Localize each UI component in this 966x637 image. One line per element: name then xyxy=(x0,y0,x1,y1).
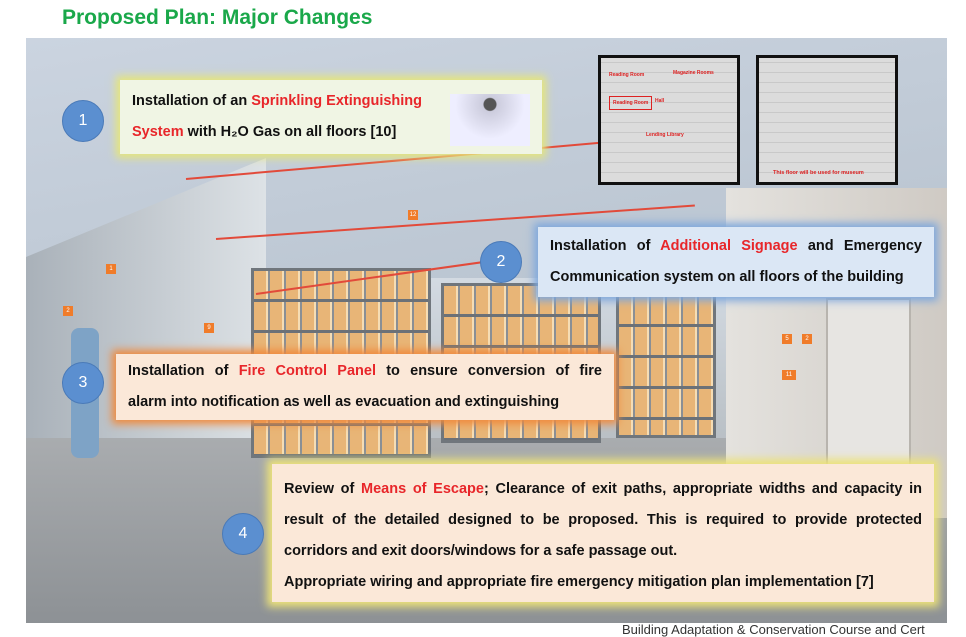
change-box-signage: Installation of Additional Signage and E… xyxy=(538,227,934,297)
bookshelf xyxy=(616,293,716,438)
sprinkler-image xyxy=(450,94,530,146)
marker-tag: 1 xyxy=(106,264,116,274)
change-box-escape: Review of Means of Escape; Clearance of … xyxy=(272,464,934,602)
step-number: 4 xyxy=(222,513,264,555)
marker-tag: 9 xyxy=(204,323,214,333)
floor-plan-upper: This floor will be used for museum xyxy=(756,55,898,185)
step-number: 1 xyxy=(62,100,104,142)
floor-plan-ground: Reading Room Magazine Rooms Reading Room… xyxy=(598,55,740,185)
step-number: 3 xyxy=(62,362,104,404)
marker-tag: 5 xyxy=(782,334,792,344)
slide-title: Proposed Plan: Major Changes xyxy=(62,6,373,29)
change-box-fire-panel: Installation of Fire Control Panel to en… xyxy=(116,354,614,420)
footer-text: Building Adaptation & Conservation Cours… xyxy=(622,622,925,637)
marker-tag: 11 xyxy=(782,370,796,380)
exit-door xyxy=(826,298,911,488)
marker-tag: 2 xyxy=(802,334,812,344)
step-number: 2 xyxy=(480,241,522,283)
marker-tag: 2 xyxy=(63,306,73,316)
marker-tag: 12 xyxy=(408,210,418,220)
